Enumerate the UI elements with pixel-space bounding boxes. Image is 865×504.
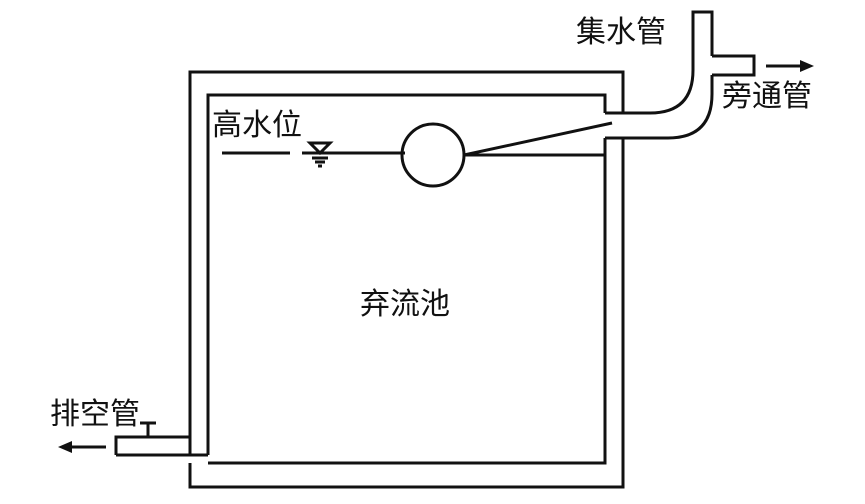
tank-inner-wall [206, 93, 607, 455]
collector-pipe-bottom-edge [605, 75, 714, 140]
diversion-tank-label: 弃流池 [360, 287, 450, 322]
bypass-pipe-branch [712, 54, 756, 77]
collector-pipe [605, 10, 756, 140]
collector-pipe-label: 集水管 [576, 15, 666, 50]
water-level-symbol [306, 141, 334, 168]
tank-walls [188, 70, 625, 489]
collector-pipe-top-edge [605, 10, 714, 115]
tank-inner-wall-right-lower [208, 138, 607, 465]
tank-outer-wall-right-lower [188, 138, 625, 489]
drain-arrow [58, 441, 106, 453]
bypass-pipe-label: 旁通管 [722, 79, 812, 114]
float-ball [400, 122, 466, 188]
drain-pipe-label: 排空管 [50, 397, 140, 432]
float-valve-arm [463, 121, 613, 157]
high-water-level-label: 高水位 [212, 108, 302, 143]
tank-outer-wall [188, 70, 625, 457]
drain-pipe [114, 421, 190, 457]
bypass-arrow [766, 60, 814, 72]
drain-pipe-top-edge [114, 435, 190, 455]
